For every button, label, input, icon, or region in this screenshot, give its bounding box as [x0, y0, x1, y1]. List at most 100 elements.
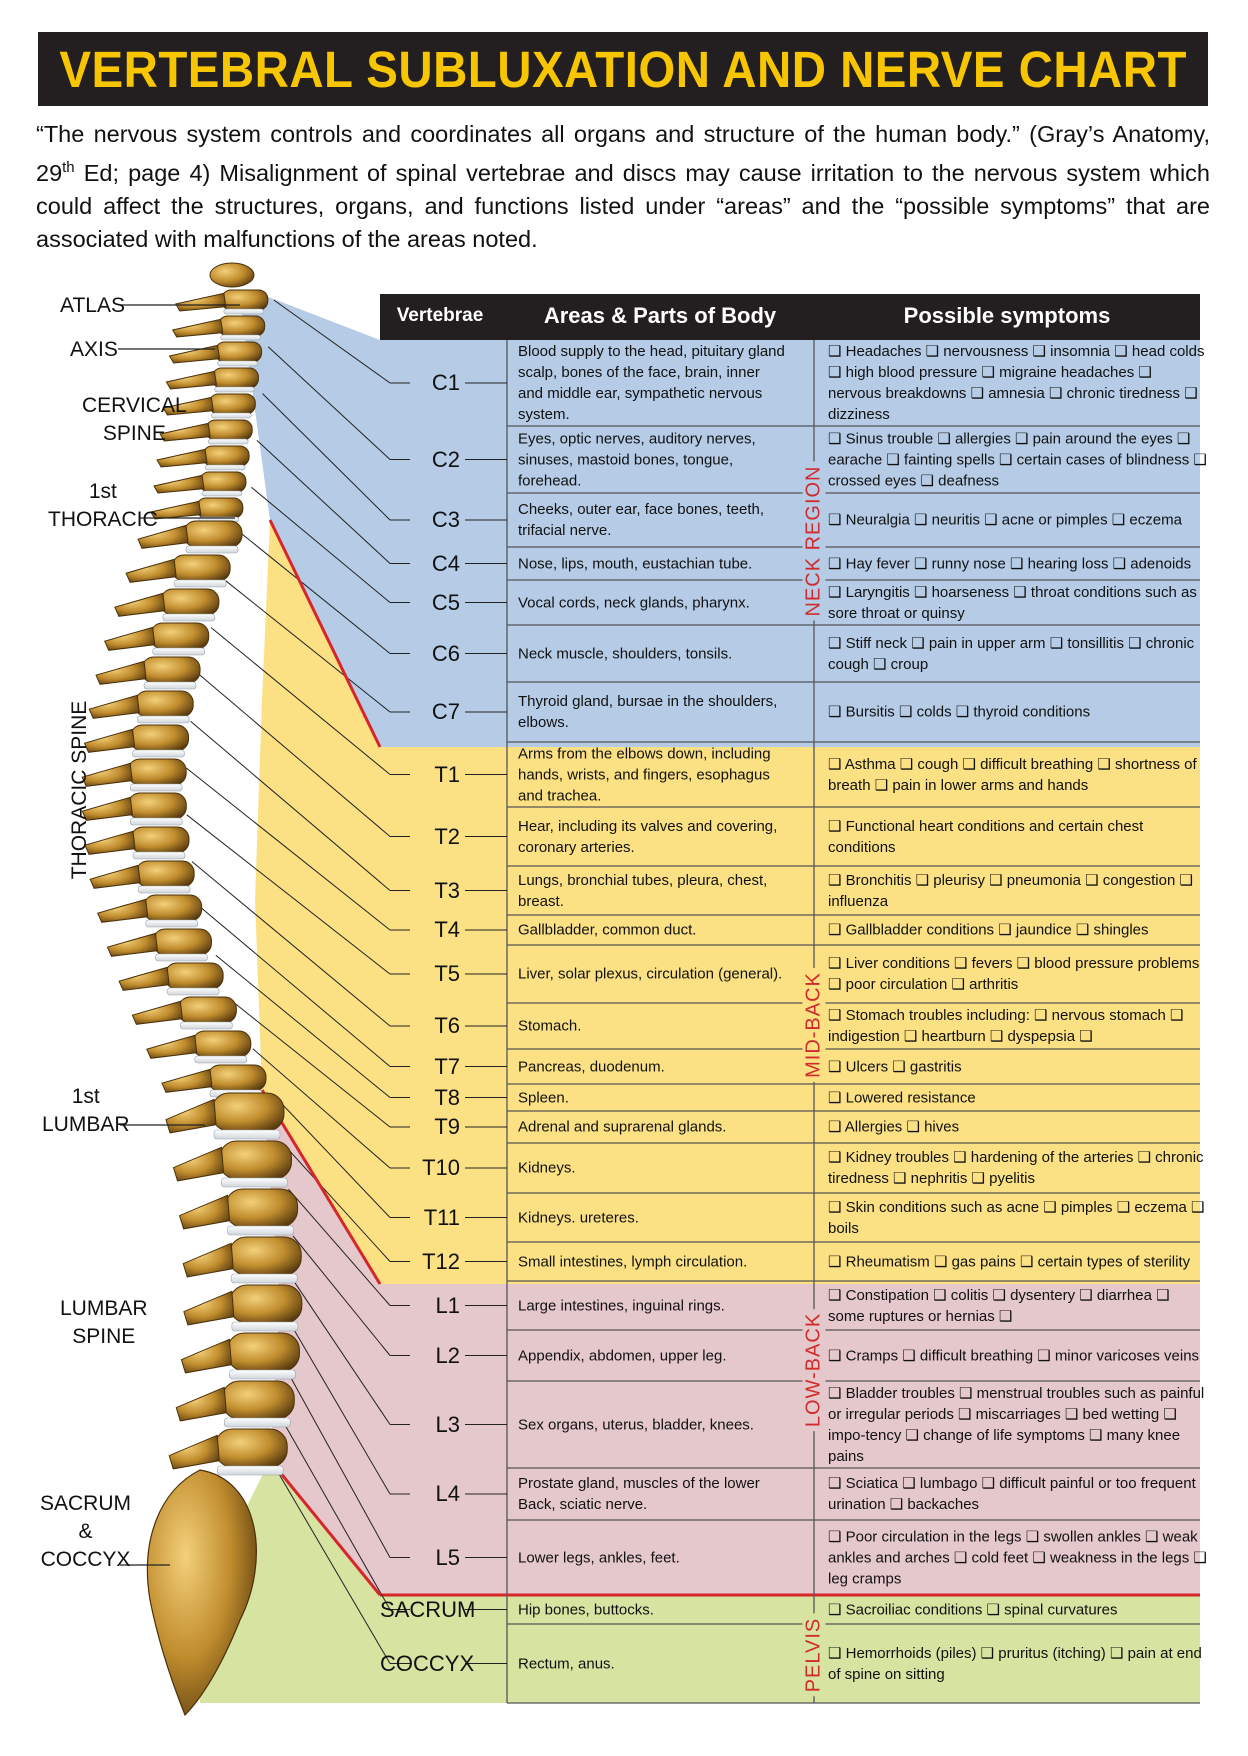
symptoms-cell: ❑ Asthma ❑ cough ❑ difficult breathing ❑…	[828, 755, 1197, 794]
area-cell: Lower legs, ankles, feet.	[518, 1549, 680, 1566]
area-cell: Spleen.	[518, 1089, 569, 1106]
vertebra-body	[196, 497, 244, 519]
intervertebral-disc	[221, 1177, 288, 1188]
nerve-line	[281, 1142, 391, 1262]
nerve-line	[273, 299, 391, 384]
intervertebral-disc	[211, 412, 252, 419]
vertebra-label: C2	[431, 446, 460, 472]
vertebra-label: T3	[434, 877, 460, 903]
nerve-line	[210, 627, 391, 775]
symptoms-cell: ❑ Headaches ❑ nervousness ❑ insomnia ❑ h…	[828, 343, 1205, 423]
vertebra-label: L3	[435, 1411, 460, 1437]
sacrum-bone	[146, 1469, 257, 1717]
symptoms-cell: ❑ Bladder troubles ❑ menstrual troubles …	[828, 1384, 1205, 1465]
symptoms-cell: ❑ Stiff neck ❑ pain in upper arm ❑ tonsi…	[828, 634, 1195, 673]
intervertebral-disc	[220, 334, 261, 341]
title-banner: VERTEBRAL SUBLUXATION AND NERVE CHART	[38, 32, 1208, 106]
area-cell: Appendix, abdomen, upper leg.	[518, 1347, 727, 1364]
vertebra-body	[143, 894, 203, 922]
vertebra-label: C1	[431, 370, 460, 395]
vertebra-body	[130, 724, 190, 752]
intervertebral-disc	[201, 490, 243, 497]
spinous-process	[182, 1242, 234, 1278]
nerve-line	[292, 1235, 391, 1356]
nerve-line	[241, 533, 391, 654]
vertebra-body	[164, 962, 224, 990]
spine-illustration	[81, 262, 303, 1717]
region-divider-diagonal	[268, 519, 382, 748]
area-cell: Vocal cords, neck glands, pharynx.	[518, 594, 750, 611]
intervertebral-disc	[214, 386, 255, 393]
vertebra-body	[214, 1428, 288, 1468]
header-vertebrae: Vertebrae	[396, 305, 484, 326]
vertebra-body	[211, 367, 259, 389]
vertebra-body	[219, 1140, 293, 1180]
nerve-line	[262, 393, 391, 521]
symptoms-cell: ❑ Sacroiliac conditions ❑ spinal curvatu…	[828, 1601, 1118, 1618]
spinous-process	[168, 1434, 220, 1470]
vertebra-body	[229, 1284, 303, 1324]
intervertebral-disc	[143, 681, 197, 690]
intervertebral-disc	[204, 464, 246, 471]
region-label-low-back: LOW-BACK	[802, 1308, 826, 1432]
vertebra-body	[183, 520, 243, 548]
symptoms-cell: ❑ Functional heart conditions and certai…	[828, 817, 1144, 856]
page-title: VERTEBRAL SUBLUXATION AND NERVE CHART	[59, 40, 1187, 98]
vertebra-body	[208, 393, 256, 415]
nerve-line	[256, 440, 391, 564]
region-label-mid-back: MID-BACK	[802, 968, 826, 1082]
vertebra-label: C5	[431, 589, 460, 615]
vertebra-body	[127, 792, 187, 820]
symptoms-cell: ❑ Poor circulation in the legs ❑ swollen…	[828, 1528, 1207, 1587]
vertebra-body	[218, 315, 266, 337]
area-cell: Gallbladder, common duct.	[518, 921, 697, 939]
nerve-line	[186, 767, 391, 931]
area-cell: Sex organs, uterus, bladder, knees.	[518, 1416, 754, 1433]
vertebra-label: L1	[435, 1292, 460, 1318]
vertebra-body	[130, 826, 190, 854]
intervertebral-disc	[180, 1021, 233, 1030]
intro-text-1: “The nervous system controls and coordin…	[36, 121, 1210, 186]
spinous-process	[165, 1098, 217, 1134]
nerve-line	[273, 1095, 391, 1218]
symptoms-cell: ❑ Neuralgia ❑ neuritis ❑ acne or pimples…	[828, 511, 1182, 529]
intervertebral-disc	[223, 308, 265, 315]
spinous-process	[180, 1338, 232, 1374]
area-cell: Kidneys. ureteres.	[518, 1209, 639, 1226]
symptoms-cell: ❑ Bronchitis ❑ pleurisy ❑ pneumonia ❑ co…	[828, 871, 1193, 910]
area-cell: Blood supply to the head, pituitary glan…	[518, 343, 785, 423]
intervertebral-disc	[145, 919, 199, 928]
symptoms-cell: ❑ Kidney troubles ❑ hardening of the art…	[828, 1149, 1204, 1187]
region-backgrounds	[190, 290, 1200, 1703]
intervertebral-disc	[162, 613, 216, 622]
intervertebral-disc	[213, 1129, 281, 1140]
vertebra-body	[207, 1064, 267, 1092]
area-cell: Stomach.	[518, 1017, 582, 1035]
area-cell: Kidneys.	[518, 1159, 576, 1177]
symptoms-cell: ❑ Liver conditions ❑ fevers ❑ blood pres…	[828, 955, 1200, 993]
spinous-process	[89, 864, 141, 889]
axis-label: AXIS	[70, 338, 118, 361]
symptoms-cell: ❑ Skin conditions such as acne ❑ pimples…	[828, 1198, 1205, 1237]
nerve-line	[186, 814, 391, 975]
spinous-process	[84, 830, 136, 855]
intervertebral-disc	[229, 1369, 296, 1380]
nerve-line	[232, 1001, 391, 1128]
table-header-bg	[380, 294, 1200, 340]
vertebra-label: C3	[431, 507, 460, 532]
symptoms-cell: ❑ Cramps ❑ difficult breathing ❑ minor v…	[828, 1347, 1200, 1364]
area-cell: Prostate gland, muscles of the lower Bac…	[518, 1475, 760, 1513]
intervertebral-disc	[129, 783, 183, 792]
spinous-process	[146, 1034, 198, 1059]
symptoms-cell: ❑ Rheumatism ❑ gas pains ❑ certain types…	[828, 1253, 1191, 1270]
vertebra-label: T7	[434, 1053, 460, 1079]
symptoms-cell: ❑ Bursitis ❑ colds ❑ thyroid conditions	[828, 703, 1091, 721]
symptoms-cell: ❑ Lowered resistance	[828, 1089, 976, 1106]
vertebra-body	[192, 1030, 252, 1058]
spinous-process	[175, 1386, 227, 1422]
spinous-process	[178, 1194, 231, 1230]
symptoms-cell: ❑ Hay fever ❑ runny nose ❑ hearing loss …	[828, 555, 1192, 572]
